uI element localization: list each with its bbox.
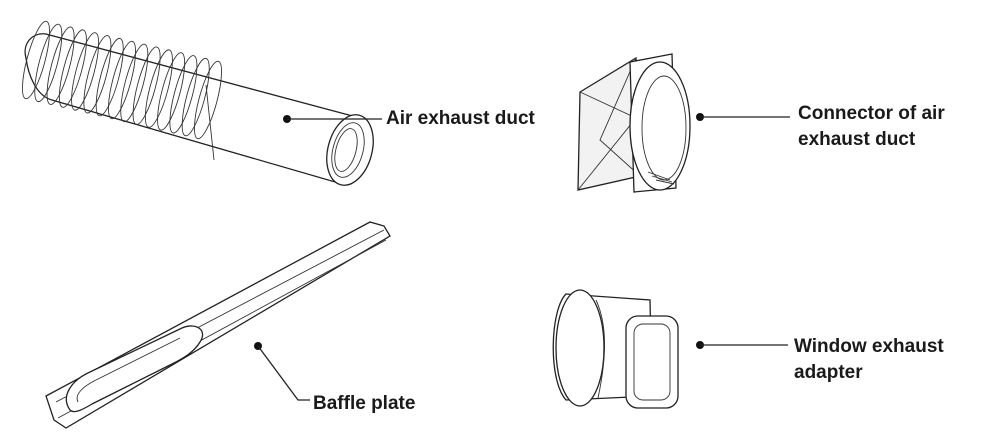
label-connector-line1: Connector of air (798, 103, 945, 124)
hose-rib (71, 32, 100, 111)
hose-rib (46, 26, 75, 105)
hose-rib (120, 43, 149, 123)
hose-rib (181, 57, 210, 137)
baffle-leader-line (257, 345, 310, 401)
hose-rib (144, 49, 173, 128)
hose-rib (22, 20, 50, 100)
leader-lines (254, 113, 790, 401)
hose-rib (83, 35, 112, 114)
label-connector: Connector of air exhaust duct (798, 101, 945, 153)
hose-rib (108, 40, 136, 120)
label-window-line2: adapter (794, 362, 863, 383)
label-air-exhaust-duct: Air exhaust duct (386, 108, 535, 129)
label-connector-line2: exhaust duct (798, 129, 916, 150)
label-window-line1: Window exhaust (794, 336, 944, 357)
hose-rib (95, 37, 124, 117)
hose-rib (169, 55, 198, 134)
label-window-adapter: Window exhaust adapter (794, 334, 944, 386)
baffle-plate-illustration (45, 221, 391, 429)
connector-illustration (577, 53, 691, 193)
hose-rib (58, 29, 87, 108)
air-exhaust-duct-illustration (22, 20, 374, 186)
label-baffle-plate: Baffle plate (313, 393, 416, 414)
hose-rib (34, 23, 63, 103)
window-adapter-illustration (552, 289, 679, 409)
hose-rib (157, 52, 186, 131)
hose-rib (132, 46, 161, 125)
hose-rib (194, 60, 222, 140)
